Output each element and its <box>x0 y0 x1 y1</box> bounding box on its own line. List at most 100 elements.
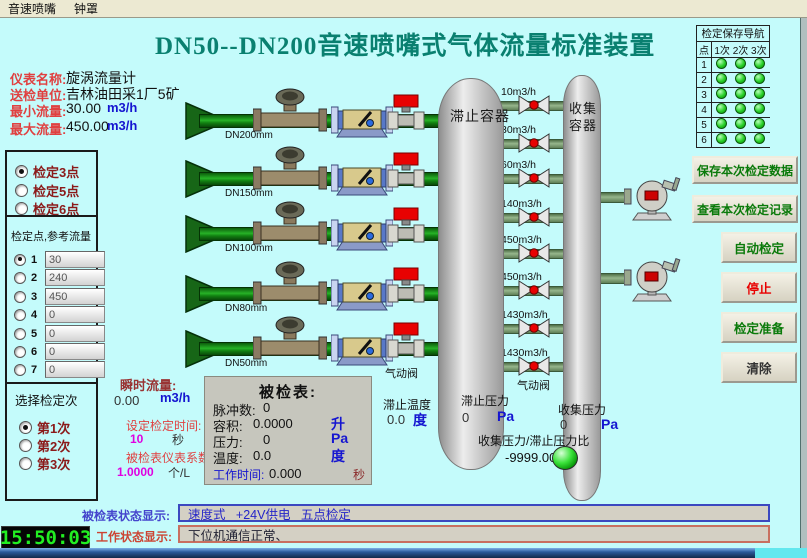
pneumatic-valve-icon <box>387 152 425 188</box>
pipe-line-dn200: DN200mm <box>185 86 445 144</box>
nav-row-num: 1 <box>696 57 712 73</box>
pneumatic-valve-icon <box>387 207 425 243</box>
flowmeter-icon <box>331 219 393 251</box>
point-count-option[interactable]: 检定6点 <box>15 199 79 218</box>
ref-flow-row: 3 <box>14 288 105 305</box>
ref-flow-row: 6 <box>14 343 105 360</box>
point-count-option[interactable]: 检定5点 <box>15 181 79 200</box>
nav-row-num: 4 <box>696 102 712 118</box>
point-count-option[interactable]: 检定3点 <box>15 162 79 181</box>
radio-run-2[interactable] <box>19 439 32 452</box>
ref-flow-input-3[interactable] <box>45 288 105 305</box>
ref-flow-input-2[interactable] <box>45 269 105 286</box>
radio-6-points[interactable] <box>15 202 28 215</box>
pipe-line-dn80: DN80mm <box>185 259 445 317</box>
butterfly-valve-icon <box>518 95 550 115</box>
save-data-button[interactable]: 保存本次检定数据 <box>692 156 798 184</box>
globe-valve-icon <box>253 146 327 190</box>
temperature-value: 0.0 <box>253 448 272 463</box>
instant-flow-unit: m3/h <box>160 390 191 405</box>
manifold-flow-label: 10m3/h <box>501 86 537 98</box>
led-indicator <box>754 103 766 114</box>
verify-prepare-button[interactable]: 检定准备 <box>721 312 797 343</box>
meter-coeff-value: 1.0000 <box>117 465 154 479</box>
flowmeter-icon <box>331 279 393 311</box>
led-indicator <box>716 133 728 144</box>
work-status-label: 工作状态显示: <box>96 530 172 544</box>
ref-point-number: 2 <box>31 271 38 284</box>
ref-point-number: 5 <box>31 327 38 340</box>
flowmeter-icon <box>331 106 393 138</box>
ref-point-radio-7[interactable] <box>14 363 26 376</box>
ref-point-radio-1[interactable] <box>14 253 26 266</box>
run-option[interactable]: 第3次 <box>19 454 70 473</box>
nav-row-num: 2 <box>696 72 712 88</box>
run-option[interactable]: 第2次 <box>19 436 70 455</box>
meter-coeff-unit: 个/L <box>168 466 191 480</box>
clear-button[interactable]: 清除 <box>721 352 797 383</box>
run-option[interactable]: 第1次 <box>19 418 70 437</box>
stag-temp-unit: 度 <box>413 412 427 428</box>
ref-point-radio-3[interactable] <box>14 290 26 303</box>
ref-point-radio-6[interactable] <box>14 345 26 358</box>
nav-row-num: 3 <box>696 87 712 103</box>
ref-point-radio-2[interactable] <box>14 271 26 284</box>
manifold-flow-label: 450m3/h <box>501 234 542 246</box>
led-indicator <box>735 118 747 129</box>
ref-flow-row: 2 <box>14 269 105 286</box>
radio-3-points[interactable] <box>15 165 28 178</box>
auto-verify-button[interactable]: 自动检定 <box>721 232 797 263</box>
menu-item-sonic-nozzle[interactable]: 音速喷嘴 <box>8 2 57 16</box>
ref-flow-input-1[interactable] <box>45 251 105 268</box>
ref-flow-input-4[interactable] <box>45 306 105 323</box>
ref-flow-input-7[interactable] <box>45 361 105 378</box>
min-flow-unit: m3/h <box>107 100 138 115</box>
coll-press-unit: Pa <box>601 416 619 432</box>
manifold-flow-label: 450m3/h <box>501 271 542 283</box>
ref-flow-input-5[interactable] <box>45 325 105 342</box>
meter-coeff-label: 被检表仪表系数 <box>126 451 211 465</box>
pressure-unit: Pa <box>331 430 349 446</box>
min-flow-label: 最小流量: <box>10 104 67 119</box>
nav-row-num: 5 <box>696 117 712 133</box>
led-indicator <box>754 88 766 99</box>
radio-5-points[interactable] <box>15 184 28 197</box>
manifold-line: 60m3/h <box>498 159 578 190</box>
radio-run-1[interactable] <box>19 421 32 434</box>
pipe-size-label: DN80mm <box>225 303 268 314</box>
radio-6-points-label: 检定6点 <box>33 202 80 217</box>
globe-valve-icon <box>253 88 327 132</box>
coll-press-label: 收集压力 <box>558 403 607 417</box>
led-indicator <box>754 58 766 69</box>
manifold-flow-label: 1430m3/h <box>501 347 548 359</box>
nav-col-point: 点 <box>696 41 712 58</box>
ref-point-radio-4[interactable] <box>14 308 26 321</box>
pipe-line-dn150: DN150mm <box>185 144 445 202</box>
ref-point-radio-5[interactable] <box>14 327 26 340</box>
window-right-edge <box>800 18 807 548</box>
sender-label: 送检单位: <box>10 88 67 103</box>
stop-button[interactable]: 停止 <box>721 272 797 303</box>
led-indicator <box>735 88 747 99</box>
manifold-flow-label: 30m3/h <box>501 124 537 136</box>
stag-temp-value: 0.0 <box>387 412 406 427</box>
stagnation-tank-label: 滞止容器 <box>450 108 510 124</box>
min-flow-value: 30.00 <box>66 100 102 116</box>
ref-flow-input-6[interactable] <box>45 343 105 360</box>
led-indicator <box>754 118 766 129</box>
manifold-line: 1430m3/h <box>498 309 578 340</box>
pipe-line-dn50: DN50mm <box>185 314 445 372</box>
led-indicator <box>735 58 747 69</box>
max-flow-label: 最大流量: <box>10 122 67 137</box>
ref-point-number: 4 <box>31 308 38 321</box>
instant-flow-label: 瞬时流量: <box>120 378 177 393</box>
ref-flow-row: 7 <box>14 361 105 378</box>
menu-item-bell-prover[interactable]: 钟罩 <box>74 2 99 16</box>
ref-point-number: 7 <box>31 363 38 376</box>
work-time-label: 工作时间: <box>213 468 265 482</box>
radio-run-3[interactable] <box>19 457 32 470</box>
pneumatic-valve-label-left: 气动阀 <box>385 368 418 380</box>
view-record-button[interactable]: 查看本次检定记录 <box>692 195 798 223</box>
stag-press-unit: Pa <box>497 408 515 424</box>
